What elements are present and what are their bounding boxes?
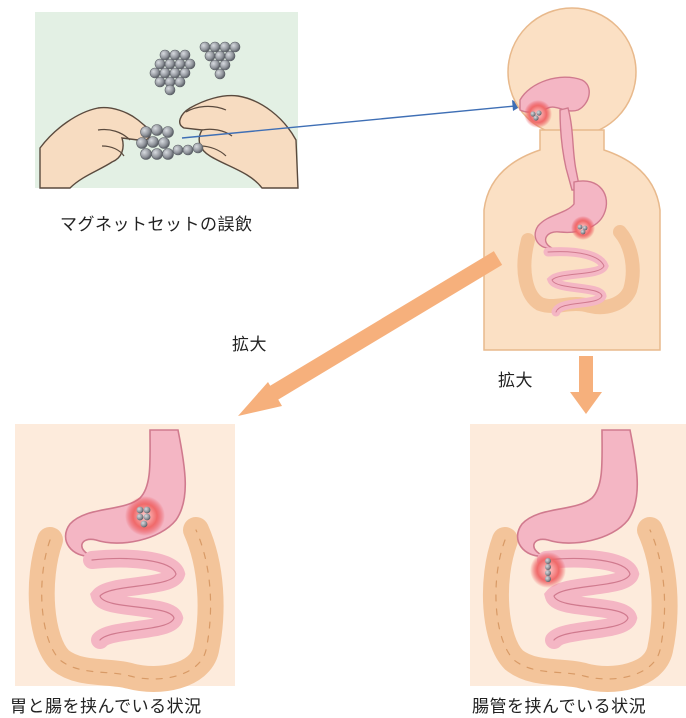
injury-burst-icon	[524, 100, 552, 128]
injury-burst-icon	[530, 552, 566, 588]
zoom-left-label: 拡大	[232, 330, 267, 355]
zoom-arrow-left-icon	[238, 258, 498, 416]
intestine-tube-caption: 腸管を挟んでいる状況	[472, 692, 646, 717]
body-illustration	[484, 8, 660, 350]
stomach-intestine-panel	[15, 424, 235, 686]
intestine-tube-panel	[470, 424, 686, 686]
zoom-arrow-down-icon	[570, 356, 602, 414]
stomach-intestine-caption: 胃と腸を挟んでいる状況	[10, 692, 202, 717]
magnet-swallow-illustration	[35, 12, 298, 188]
magnet-set-caption: マグネットセットの誤飲	[60, 210, 253, 235]
injury-burst-icon	[125, 496, 165, 536]
zoom-right-label: 拡大	[498, 366, 533, 391]
injury-burst-icon	[571, 216, 595, 240]
